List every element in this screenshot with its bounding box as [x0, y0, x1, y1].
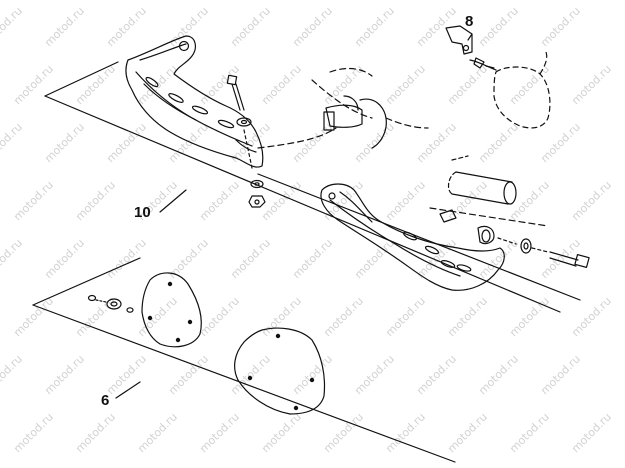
grip-cylinder: [429, 155, 549, 227]
left-handguard: [125, 35, 264, 168]
callout-6: 6: [101, 392, 110, 409]
group-6-frame: [32, 257, 456, 463]
handlebar-clamp: [257, 67, 429, 149]
left-bolt-assembly: [226, 74, 266, 208]
callout-10: 10: [134, 204, 151, 221]
callout-8: 8: [465, 13, 474, 30]
large-deflector: [234, 327, 326, 415]
right-handguard: [320, 183, 505, 291]
group-10-frame: [44, 61, 581, 313]
mirror-outline: [493, 51, 551, 129]
leader-line-10: [159, 189, 187, 213]
small-deflector: [141, 272, 202, 348]
deflector-fasteners: [87, 294, 134, 313]
leader-line-6: [115, 381, 141, 399]
right-bolt-assembly: [497, 237, 590, 268]
leader-line-8: [467, 33, 473, 41]
bracket-8: [445, 25, 497, 71]
